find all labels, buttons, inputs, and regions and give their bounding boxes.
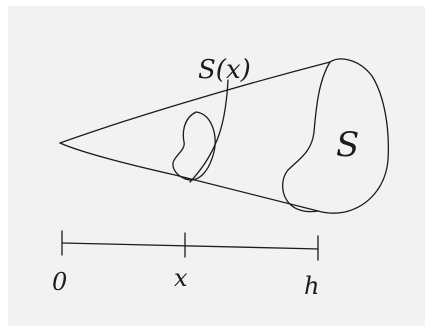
solid-upper-edge xyxy=(59,61,331,144)
axis-line xyxy=(61,242,319,250)
base-cross-section-front xyxy=(282,61,331,213)
axis-tick-label-x: x xyxy=(174,264,188,292)
axis-tick-label-h: h xyxy=(304,272,319,300)
cross-section-label: S(x) xyxy=(198,55,251,85)
base-label: S xyxy=(336,125,359,165)
base-cross-section-back xyxy=(317,58,390,214)
paper-background xyxy=(8,6,425,326)
solid-lower-edge xyxy=(59,142,319,212)
axis-tick-label-0: 0 xyxy=(52,268,67,296)
middle-cross-section xyxy=(172,111,216,181)
cross-section-leader-line xyxy=(189,79,229,183)
